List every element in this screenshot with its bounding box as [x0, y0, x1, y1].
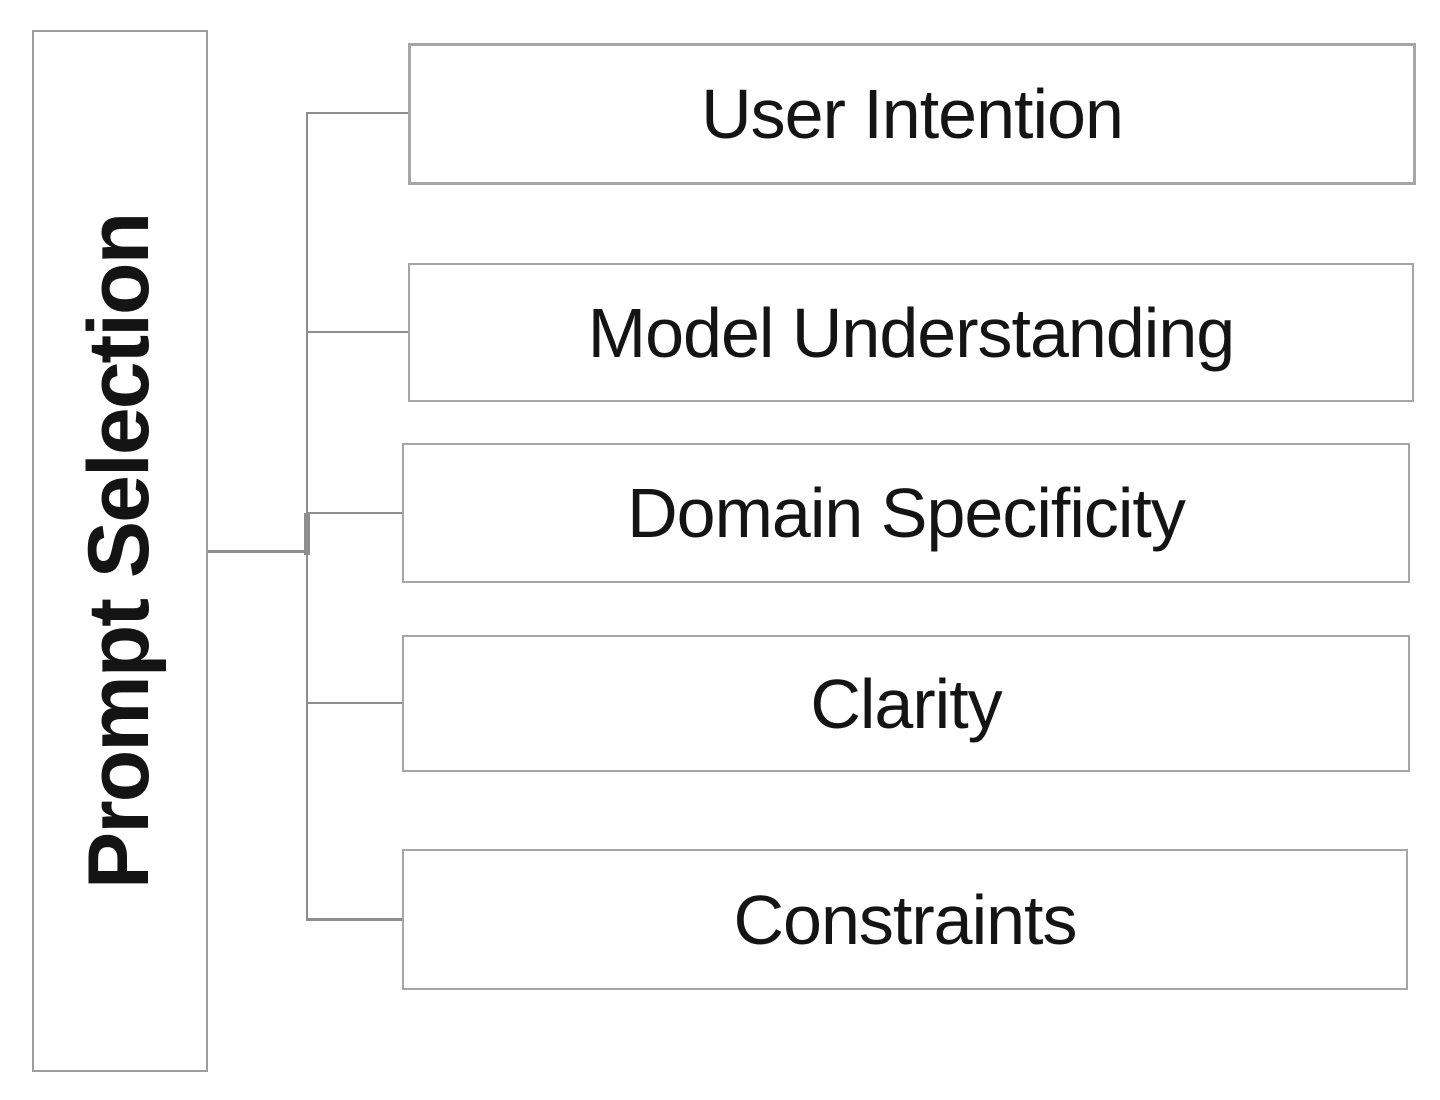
node-clarity-label: Clarity [810, 664, 1002, 743]
connector-clarity [307, 702, 402, 704]
node-prompt-selection-label: Prompt Selection [71, 213, 168, 889]
node-clarity: Clarity [402, 635, 1410, 772]
connector-domain-specificity [307, 512, 402, 514]
connector-model-understanding [307, 331, 408, 333]
node-domain-specificity: Domain Specificity [402, 443, 1410, 583]
node-prompt-selection: Prompt Selection [32, 30, 208, 1072]
node-model-understanding-label: Model Understanding [587, 293, 1235, 372]
node-model-understanding: Model Understanding [408, 263, 1414, 402]
node-constraints-label: Constraints [733, 880, 1077, 959]
node-domain-specificity-label: Domain Specificity [627, 474, 1186, 552]
node-user-intention-label: User Intention [701, 75, 1124, 153]
connector-trunk-overlap [304, 513, 310, 555]
connector-root-to-trunk [208, 550, 307, 553]
connector-constraints [307, 918, 402, 921]
connector-user-intention [307, 112, 408, 114]
node-user-intention: User Intention [408, 43, 1416, 185]
node-constraints: Constraints [402, 849, 1408, 990]
